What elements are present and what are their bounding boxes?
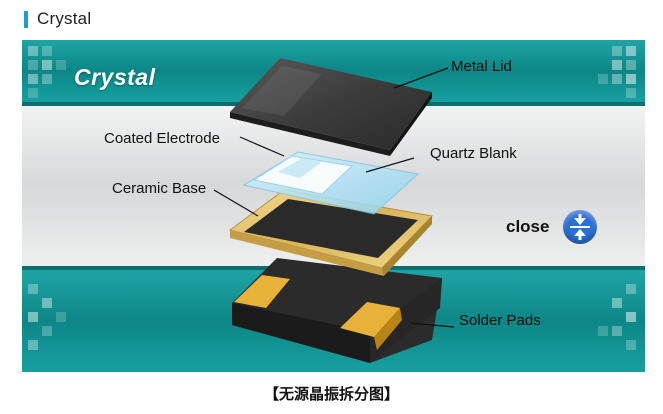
metal-lid xyxy=(230,58,432,156)
brand-title: Crystal xyxy=(74,64,156,90)
leader-coated-electrode xyxy=(239,136,285,157)
diagram-artwork xyxy=(22,40,645,372)
label-quartz-blank: Quartz Blank xyxy=(430,145,517,162)
diagram-caption: 【无源晶振拆分图】 xyxy=(263,385,399,403)
label-coated-electrode: Coated Electrode xyxy=(104,130,220,147)
leader-metal-lid xyxy=(393,67,449,89)
quartz-blank xyxy=(242,151,420,215)
label-ceramic-base: Ceramic Base xyxy=(112,180,207,197)
compress-arrows-icon xyxy=(570,214,590,240)
label-solder-pads: Solder Pads xyxy=(459,312,541,329)
crystal-exploded-diagram: Crystal Metal Lid Coated Electrode Quart… xyxy=(22,40,645,372)
close-label: close xyxy=(506,217,550,236)
leader-ceramic-base xyxy=(213,189,259,217)
label-metal-lid: Metal Lid xyxy=(451,58,512,75)
leader-quartz-blank xyxy=(365,157,415,173)
close-toggle-button[interactable] xyxy=(563,210,597,244)
header-accent-bar xyxy=(24,11,28,28)
section-header: Crystal xyxy=(8,8,663,30)
section-title: Crystal xyxy=(37,9,92,28)
leader-solder-pads xyxy=(409,322,455,328)
ceramic-package xyxy=(232,258,442,363)
